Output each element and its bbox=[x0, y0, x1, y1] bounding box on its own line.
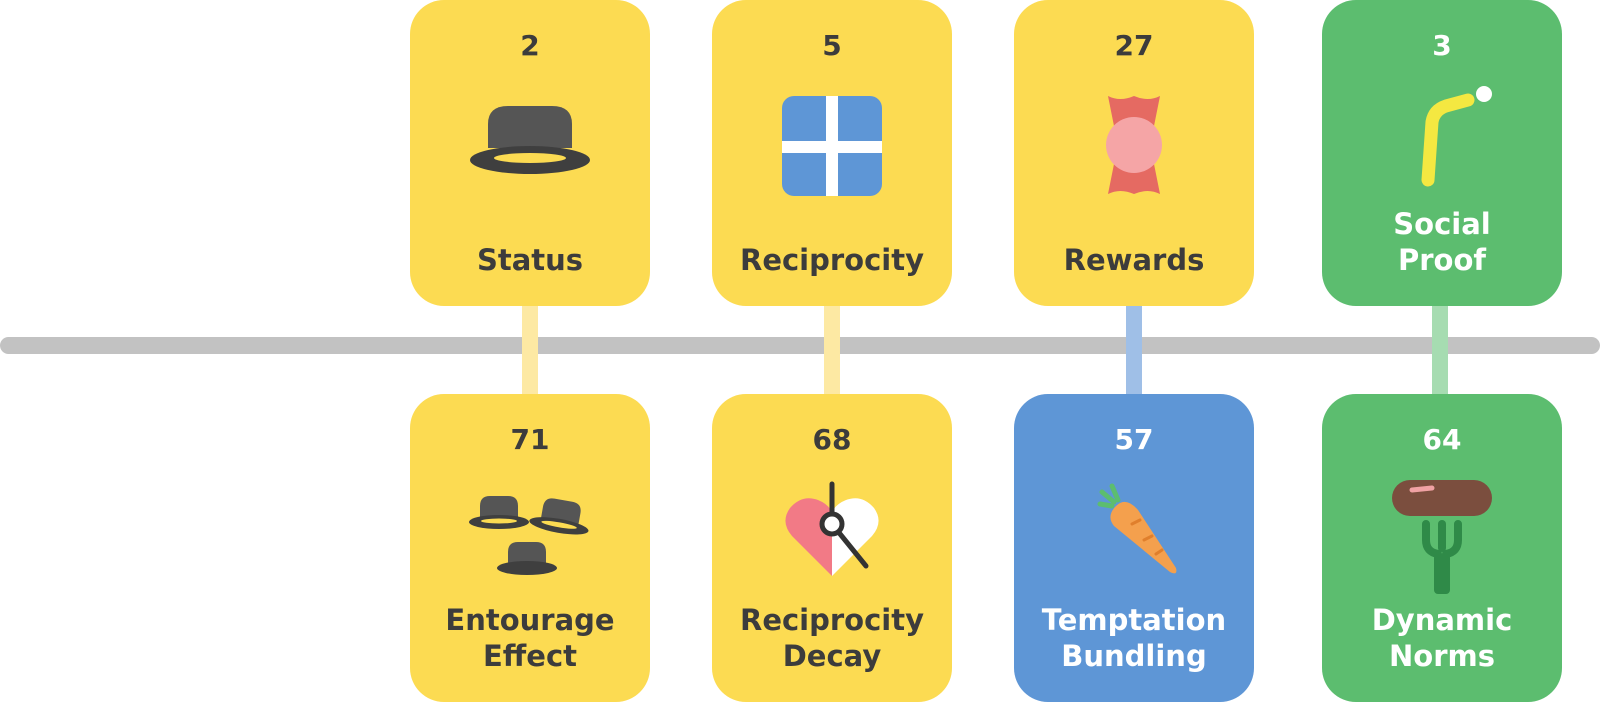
gift-box-icon bbox=[762, 86, 902, 202]
card-temptation-bundling[interactable]: 57 Temptation Bundling bbox=[1014, 394, 1254, 702]
card-label-line: Dynamic bbox=[1371, 603, 1513, 637]
card-label: Dynamic Norms bbox=[1332, 602, 1552, 674]
card-label: Reciprocity Decay bbox=[722, 602, 942, 674]
connector-rewards-temptation bbox=[1126, 302, 1142, 394]
carrot-icon bbox=[1064, 480, 1204, 596]
card-label-line: Decay bbox=[782, 639, 882, 673]
connector-reciprocity-decay bbox=[824, 302, 840, 394]
card-reciprocity[interactable]: 5 Reciprocity bbox=[712, 0, 952, 306]
card-label: Status bbox=[420, 242, 640, 278]
candy-icon bbox=[1064, 86, 1204, 202]
card-number: 5 bbox=[822, 29, 842, 62]
card-label: Social Proof bbox=[1332, 206, 1552, 278]
card-number: 68 bbox=[812, 423, 852, 456]
card-entourage-effect[interactable]: 71 Entourage Effect bbox=[410, 394, 650, 702]
bowler-hat-icon bbox=[460, 86, 600, 202]
card-label-line: Reciprocity bbox=[739, 603, 924, 637]
card-number: 27 bbox=[1114, 29, 1154, 62]
card-rewards[interactable]: 27 Rewards bbox=[1014, 0, 1254, 306]
card-reciprocity-decay[interactable]: 68 Reciprocity Decay bbox=[712, 394, 952, 702]
card-label-line: Effect bbox=[482, 639, 578, 673]
card-label: Temptation Bundling bbox=[1024, 602, 1244, 674]
sausage-fork-icon bbox=[1372, 480, 1512, 596]
card-number: 64 bbox=[1422, 423, 1462, 456]
connector-social-dynamic bbox=[1432, 302, 1448, 394]
connector-status-entourage bbox=[522, 302, 538, 394]
card-number: 57 bbox=[1114, 423, 1154, 456]
card-label-line: Bundling bbox=[1061, 639, 1207, 673]
card-status[interactable]: 2 Status bbox=[410, 0, 650, 306]
card-number: 71 bbox=[510, 423, 550, 456]
card-label-line: Proof bbox=[1397, 243, 1487, 277]
card-label: Rewards bbox=[1024, 242, 1244, 278]
card-label-line: Social bbox=[1393, 207, 1491, 241]
card-label-line: Norms bbox=[1389, 639, 1495, 673]
card-label-line: Entourage bbox=[445, 603, 615, 637]
card-social-proof[interactable]: 3 Social Proof bbox=[1322, 0, 1562, 306]
card-label-line: Temptation bbox=[1041, 603, 1227, 637]
heart-clock-icon bbox=[762, 480, 902, 596]
card-dynamic-norms[interactable]: 64 Dynamic Norms bbox=[1322, 394, 1562, 702]
card-label: Entourage Effect bbox=[420, 602, 640, 674]
card-label-line: Status bbox=[476, 243, 584, 277]
card-number: 3 bbox=[1432, 29, 1452, 62]
card-label: Reciprocity bbox=[722, 242, 942, 278]
card-label-line: Rewards bbox=[1063, 243, 1205, 277]
three-hats-icon bbox=[460, 480, 600, 596]
putting-golf-icon bbox=[1372, 86, 1512, 202]
timeline-axis bbox=[0, 337, 1600, 354]
card-label-line: Reciprocity bbox=[739, 243, 924, 277]
card-number: 2 bbox=[520, 29, 540, 62]
